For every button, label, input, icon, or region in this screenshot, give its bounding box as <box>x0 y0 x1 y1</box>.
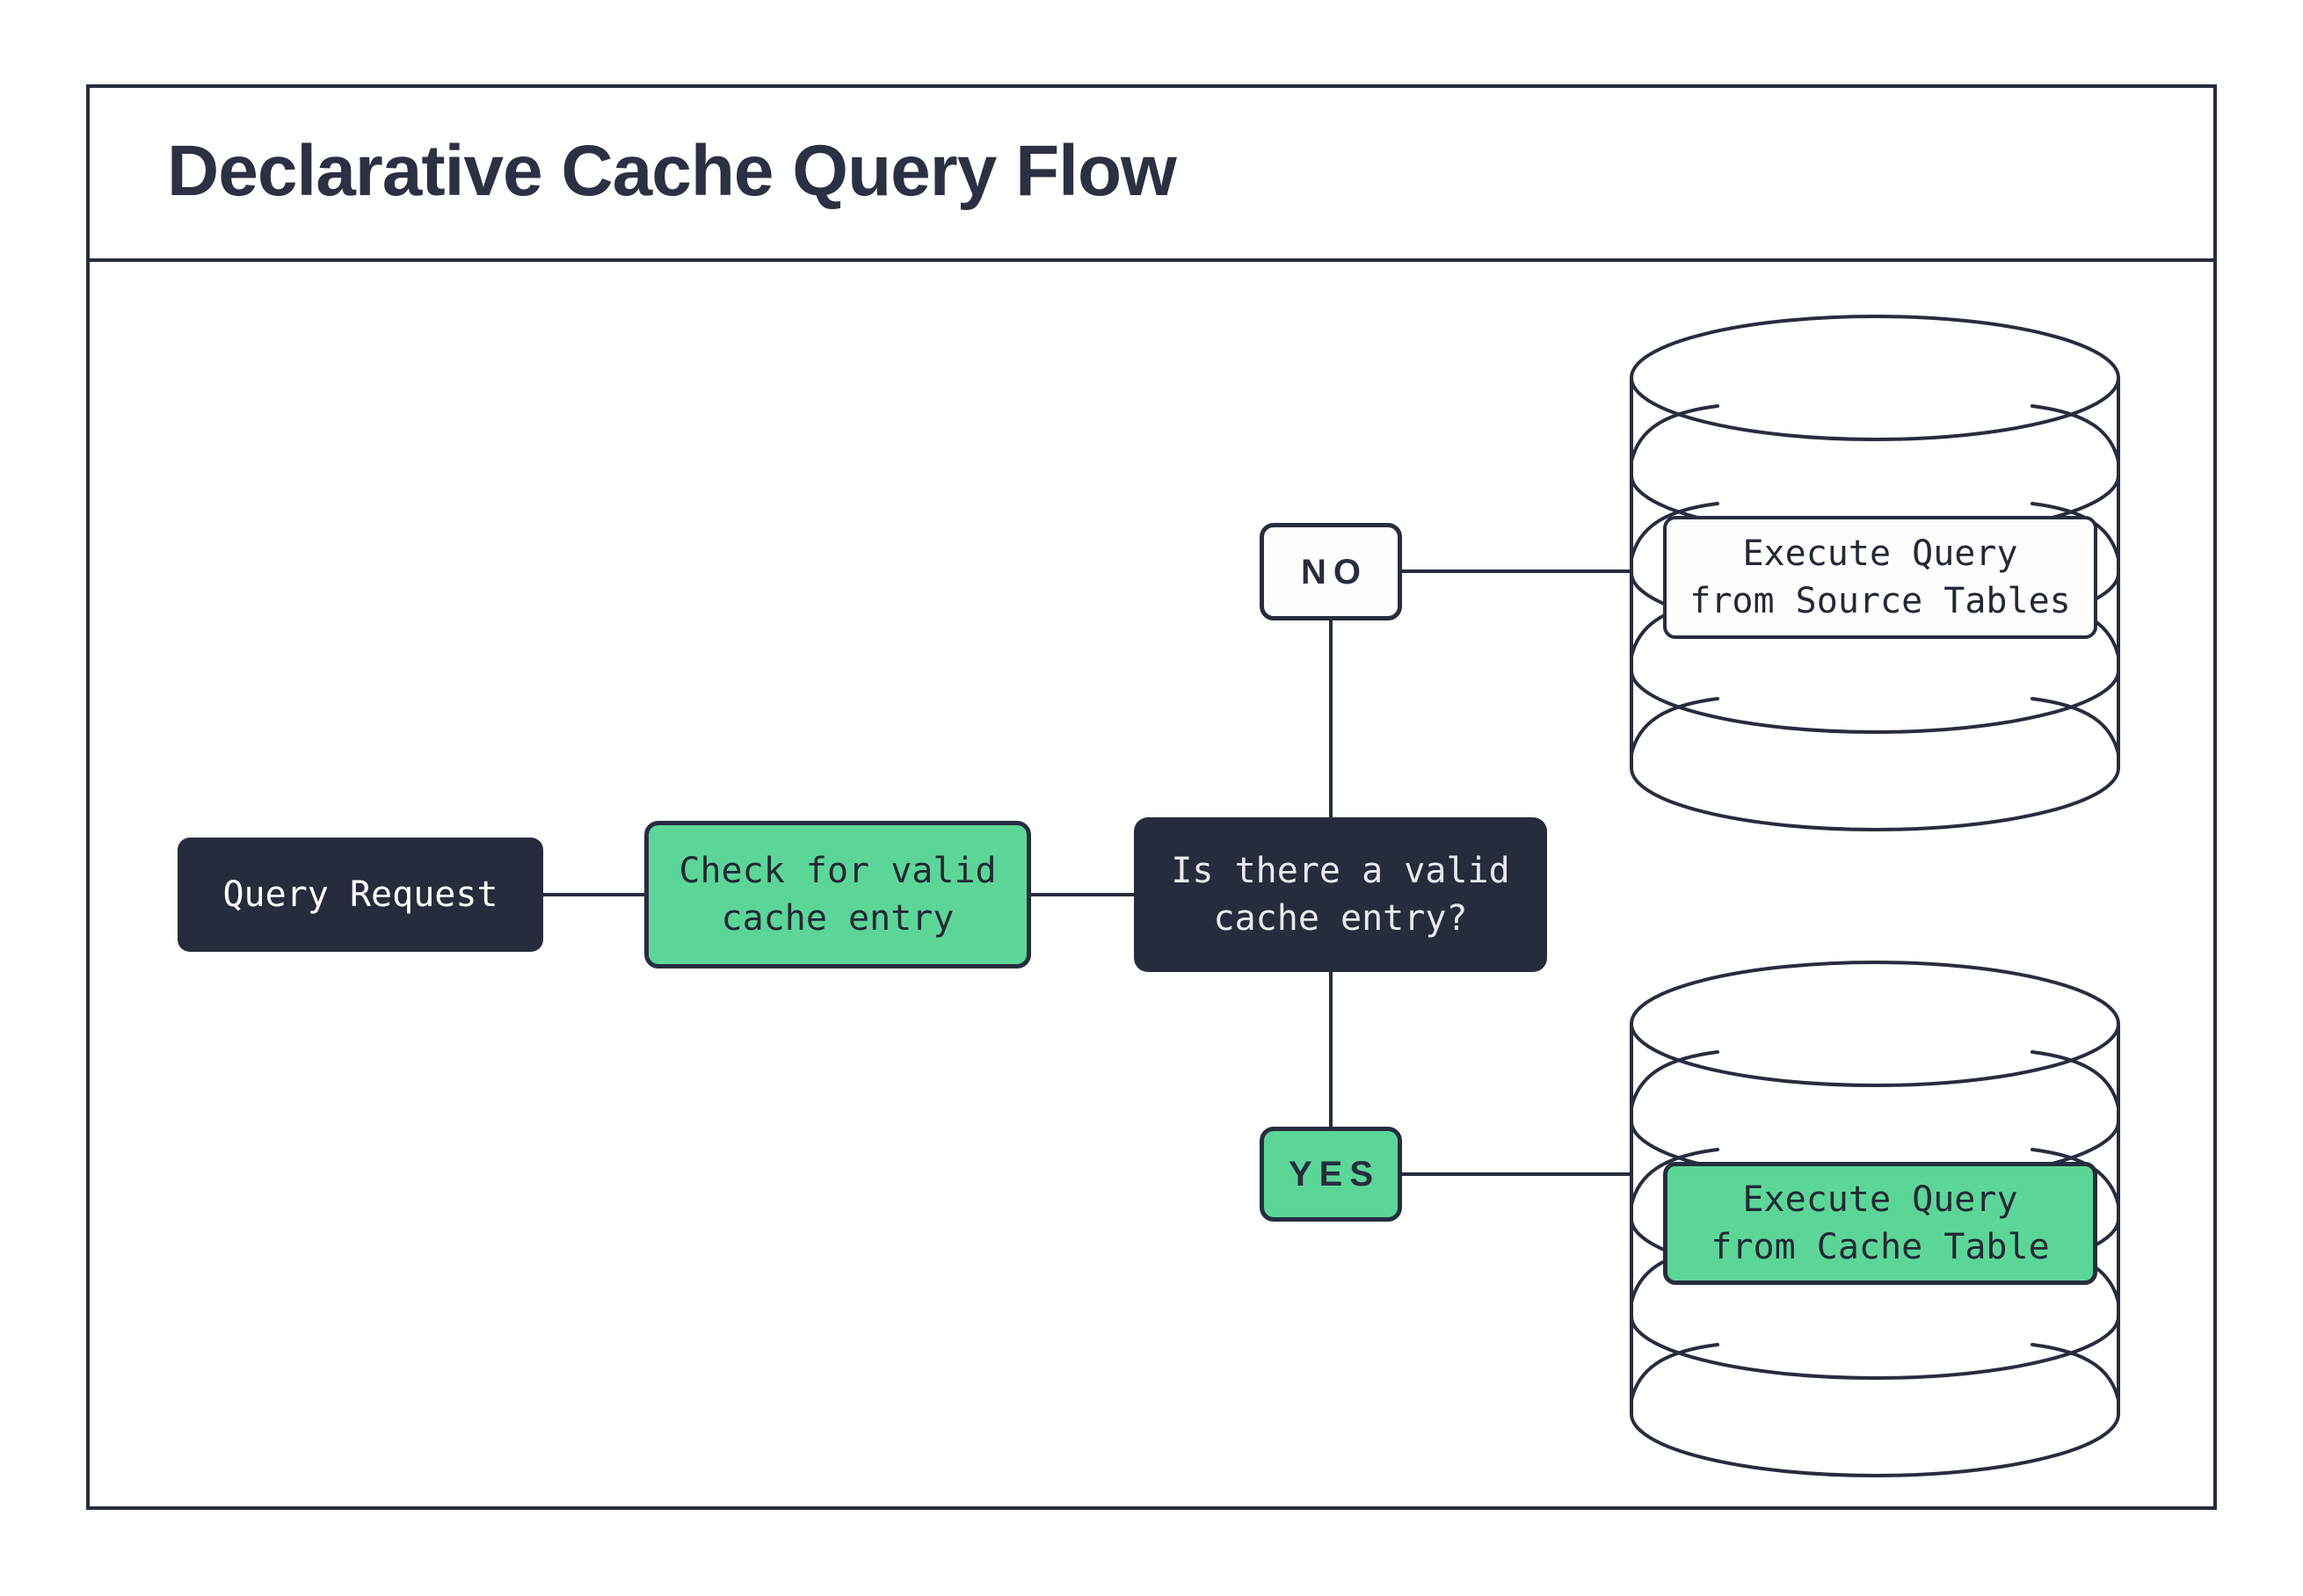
decision-node: Is there a valid cache entry? <box>1134 817 1547 972</box>
check-cache-node: Check for valid cache entry <box>644 821 1031 968</box>
diagram-border-frame <box>86 84 2217 1510</box>
query-request-node: Query Request <box>178 838 543 952</box>
cache-db-action-label: Execute Query from Cache Table <box>1663 1162 2097 1285</box>
branch-no-label: NO <box>1260 523 1402 620</box>
source-db-action-label: Execute Query from Source Tables <box>1663 516 2097 639</box>
page-title: Declarative Cache Query Flow <box>167 131 1177 211</box>
branch-yes-label: YES <box>1260 1127 1402 1222</box>
diagram-header: Declarative Cache Query Flow <box>86 84 2217 262</box>
